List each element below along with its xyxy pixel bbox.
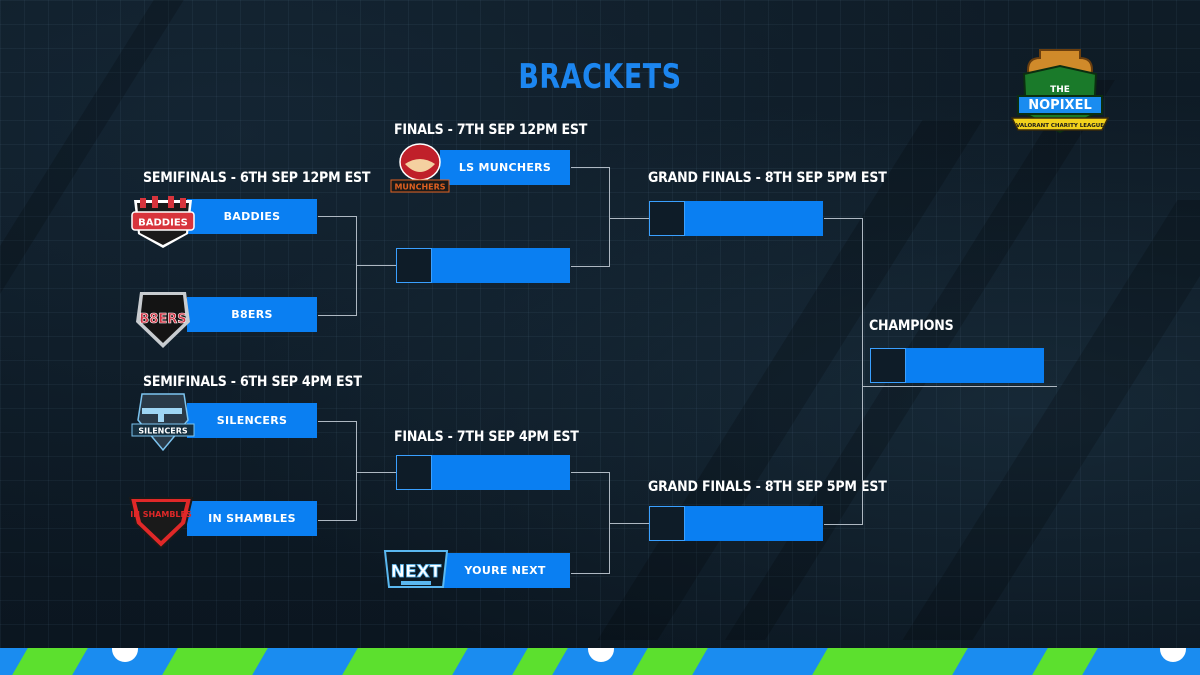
svg-text:NEXT: NEXT bbox=[391, 562, 442, 582]
empty-slot-champion[interactable] bbox=[870, 348, 1044, 383]
bracket-connector bbox=[610, 523, 649, 524]
bracket-connector bbox=[357, 472, 396, 473]
decor-dot bbox=[112, 648, 138, 662]
semifinals-1-label: SEMIFINALS - 6TH SEP 12PM EST bbox=[143, 170, 371, 186]
team-slot-baddies[interactable]: BADDIES bbox=[187, 199, 317, 234]
empty-slot-grand-finals-1[interactable] bbox=[649, 201, 823, 236]
empty-logo-box bbox=[396, 248, 432, 283]
decor-shape bbox=[162, 648, 268, 675]
decor-dot bbox=[1160, 648, 1186, 662]
grand-finals-1-label: GRAND FINALS - 8TH SEP 5PM EST bbox=[648, 170, 887, 186]
team-slot-in-shambles[interactable]: IN SHAMBLES bbox=[187, 501, 317, 536]
empty-logo-box bbox=[649, 201, 685, 236]
grand-finals-2-label: GRAND FINALS - 8TH SEP 5PM EST bbox=[648, 479, 887, 495]
bracket-connector bbox=[318, 421, 357, 521]
team-slot-ls-munchers[interactable]: LS MUNCHERS bbox=[440, 150, 570, 185]
empty-slot-finals-1[interactable] bbox=[396, 248, 570, 283]
decor-dot bbox=[588, 648, 614, 662]
empty-logo-box bbox=[870, 348, 906, 383]
svg-text:IN SHAMBLES: IN SHAMBLES bbox=[130, 510, 192, 519]
decor-shape bbox=[12, 648, 88, 675]
empty-logo-box bbox=[396, 455, 432, 490]
empty-slot-finals-2[interactable] bbox=[396, 455, 570, 490]
empty-logo-box bbox=[649, 506, 685, 541]
finals-2-label: FINALS - 7TH SEP 4PM EST bbox=[394, 429, 579, 445]
team-name: LS MUNCHERS bbox=[458, 161, 552, 174]
page-title: BRACKETS bbox=[518, 57, 682, 98]
svg-text:NOPIXEL: NOPIXEL bbox=[1028, 98, 1091, 113]
in-shambles-logo-icon: IN SHAMBLES bbox=[128, 497, 194, 550]
team-slot-youre-next[interactable]: YOURE NEXT bbox=[440, 553, 570, 588]
bracket-connector bbox=[318, 216, 357, 316]
team-name: SILENCERS bbox=[216, 414, 288, 427]
bracket-connector bbox=[571, 167, 610, 267]
team-name: B8ERS bbox=[231, 308, 273, 321]
svg-text:VALORANT CHARITY LEAGUE: VALORANT CHARITY LEAGUE bbox=[1016, 123, 1104, 129]
team-name: BADDIES bbox=[223, 210, 281, 223]
b8ers-logo-icon: B8ERS bbox=[136, 292, 190, 348]
empty-slot-grand-finals-2[interactable] bbox=[649, 506, 823, 541]
team-slot-b8ers[interactable]: B8ERS bbox=[187, 297, 317, 332]
svg-text:B8ERS: B8ERS bbox=[139, 312, 186, 327]
svg-text:SILENCERS: SILENCERS bbox=[138, 427, 187, 436]
semifinals-2-label: SEMIFINALS - 6TH SEP 4PM EST bbox=[143, 374, 362, 390]
svg-text:BADDIES: BADDIES bbox=[138, 218, 188, 229]
team-name: IN SHAMBLES bbox=[208, 512, 296, 525]
bracket-connector bbox=[610, 218, 649, 219]
munchers-logo-icon: MUNCHERS bbox=[390, 143, 450, 193]
svg-text:MUNCHERS: MUNCHERS bbox=[394, 183, 445, 192]
champions-label: CHAMPIONS bbox=[869, 318, 954, 334]
bottom-decor-bar bbox=[0, 648, 1200, 675]
youre-next-logo-icon: NEXT bbox=[383, 550, 449, 588]
decor-shape bbox=[342, 648, 468, 675]
bracket-connector bbox=[357, 265, 396, 266]
silencers-logo-icon: SILENCERS bbox=[131, 393, 195, 452]
decor-shape bbox=[512, 648, 568, 675]
nopixel-league-logo-icon: THE NOPIXEL VALORANT CHARITY LEAGUE bbox=[1010, 49, 1110, 134]
bracket-connector bbox=[824, 218, 863, 525]
decor-shape bbox=[1032, 648, 1098, 675]
team-slot-silencers[interactable]: SILENCERS bbox=[187, 403, 317, 438]
baddies-logo-icon: BADDIES bbox=[131, 196, 195, 248]
bracket-connector bbox=[571, 472, 610, 574]
decor-shape bbox=[632, 648, 708, 675]
team-name: YOURE NEXT bbox=[464, 564, 546, 577]
svg-text:THE: THE bbox=[1050, 85, 1070, 95]
decor-shape bbox=[812, 648, 968, 675]
finals-1-label: FINALS - 7TH SEP 12PM EST bbox=[394, 122, 588, 138]
bracket-connector bbox=[862, 386, 1057, 387]
